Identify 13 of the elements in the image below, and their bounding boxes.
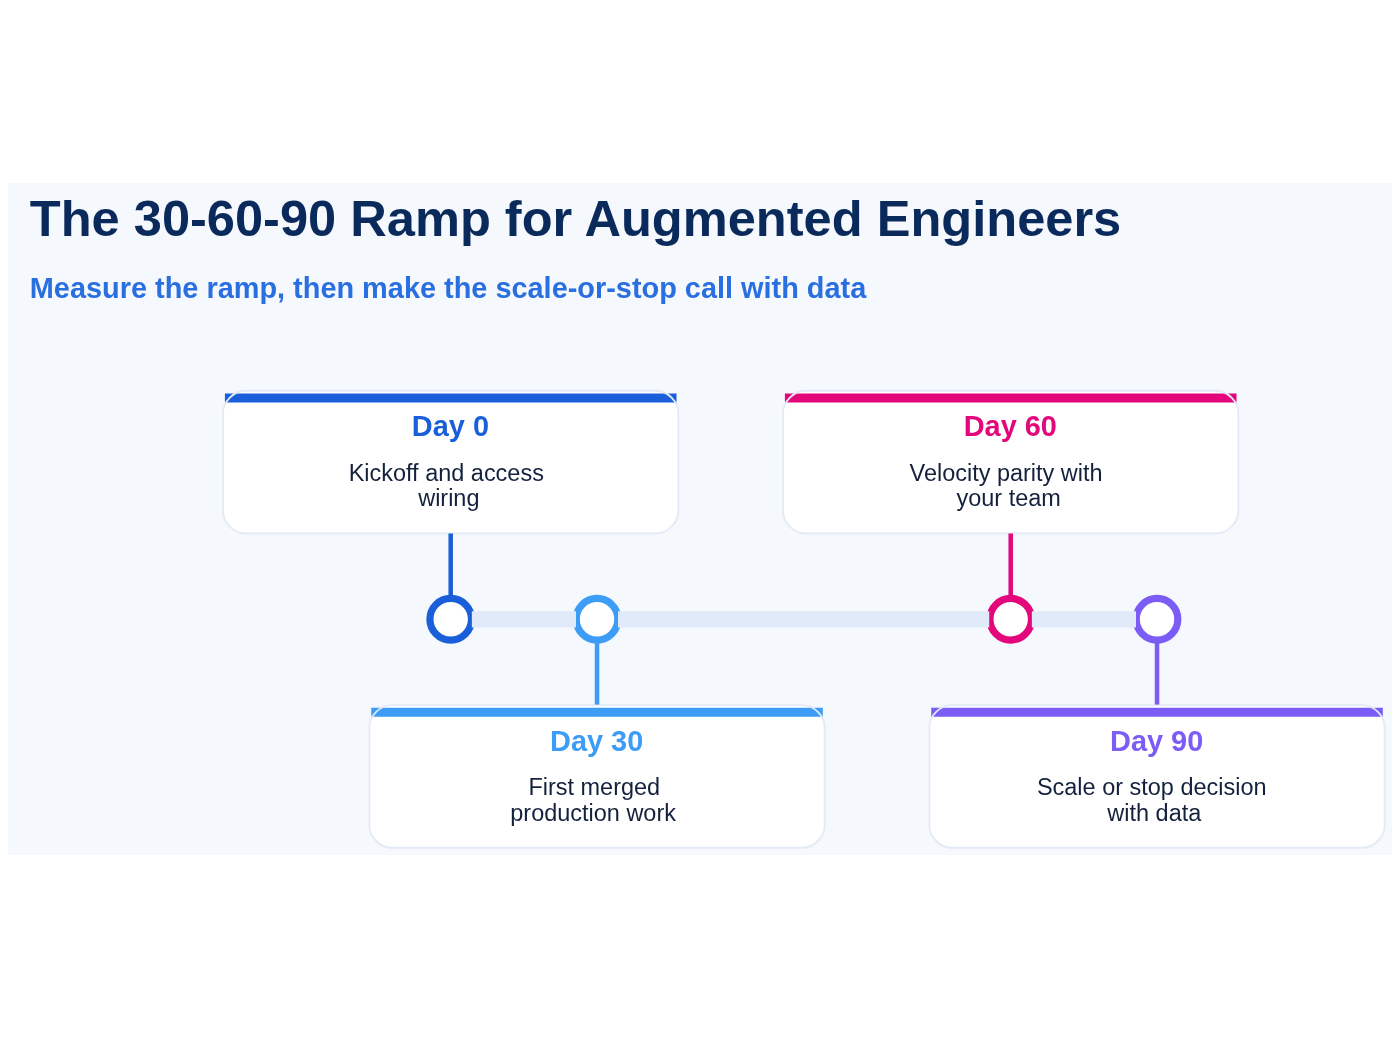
label: Measure the ramp, then make the scale-or-stop call with data	[29, 271, 867, 304]
node-circle	[572, 594, 622, 644]
connector	[618, 610, 990, 627]
node-circle	[426, 594, 476, 644]
connector	[1154, 640, 1160, 705]
connector	[1008, 533, 1013, 598]
connector	[448, 533, 453, 598]
connector	[471, 610, 576, 627]
node-circle	[1132, 594, 1182, 644]
node-circle	[986, 594, 1036, 644]
diagram-title: The 30-60-90 Ramp for Augmented Engineers	[29, 189, 1122, 247]
connector	[1031, 610, 1136, 627]
connector	[594, 640, 600, 705]
